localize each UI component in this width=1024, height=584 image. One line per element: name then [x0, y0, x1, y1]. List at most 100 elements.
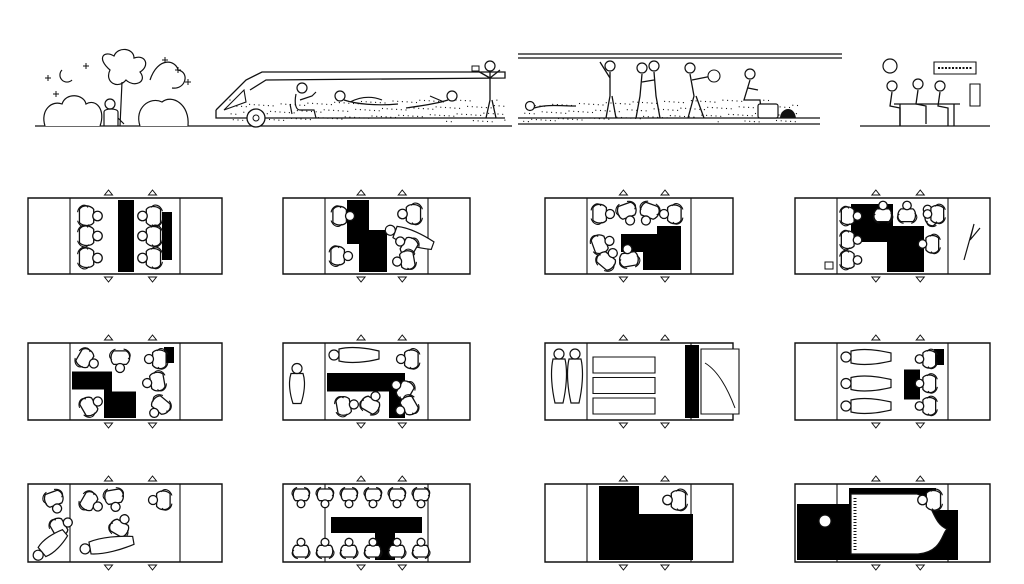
- door-arrow-down: [661, 423, 669, 428]
- stipple-dot: [456, 113, 458, 115]
- figure-head: [447, 91, 457, 101]
- cabin-partition: [837, 343, 948, 420]
- figure-body: [335, 396, 352, 417]
- stipple-dot: [736, 100, 738, 102]
- sign: [934, 62, 976, 74]
- stipple-dot: [573, 110, 575, 112]
- cabin-partition: [837, 198, 948, 274]
- bed: [593, 398, 655, 414]
- figure-head: [145, 355, 154, 364]
- figure-arms: [151, 247, 162, 269]
- figure-body: [111, 351, 130, 365]
- figure-arms: [316, 549, 334, 558]
- stipple-dot: [446, 120, 448, 122]
- stipple-dot: [232, 119, 234, 121]
- figure-body: [79, 248, 93, 268]
- stipple-dot: [438, 100, 440, 102]
- stipple-dot: [370, 101, 372, 103]
- door-arrow-up: [661, 476, 669, 481]
- stipple-dot: [266, 113, 268, 115]
- stipple-dot: [293, 112, 295, 114]
- door-arrow-down: [872, 423, 880, 428]
- stipple-dot: [417, 115, 419, 117]
- figure-body: [926, 236, 939, 254]
- figure-body: [399, 250, 416, 271]
- stipple-dot: [381, 107, 384, 110]
- door-arrow-up: [619, 335, 627, 340]
- figure-head: [398, 209, 408, 219]
- figure-arms: [364, 549, 382, 558]
- figure-head: [79, 543, 91, 555]
- stipple-dot: [715, 115, 717, 117]
- suitcase: [758, 104, 778, 118]
- seated-figure: [841, 376, 891, 391]
- figure-head: [345, 538, 353, 546]
- stipple-dot: [535, 119, 538, 121]
- stipple-dot: [434, 114, 436, 116]
- figure-body: [317, 489, 333, 501]
- figure-head: [397, 355, 406, 364]
- stipple-dot: [460, 99, 462, 101]
- stipple-dot: [567, 118, 569, 120]
- stipple-dot: [778, 114, 780, 116]
- stipple-dot: [299, 104, 301, 106]
- stipple-dot: [448, 115, 450, 117]
- figure-arms: [403, 248, 417, 270]
- figure-body: [43, 489, 65, 508]
- stipple-dot: [274, 111, 276, 113]
- stipple-dot: [320, 111, 322, 113]
- stipple-dot: [283, 119, 285, 121]
- stipple-dot: [476, 106, 478, 108]
- tree: [102, 49, 145, 126]
- seated-figure: [316, 487, 334, 507]
- stipple-dot: [732, 114, 735, 116]
- stipple-dot: [722, 99, 724, 101]
- plan-1-4: [795, 190, 990, 282]
- table: [894, 104, 960, 126]
- figure-head: [116, 364, 125, 373]
- stipple-dot: [337, 110, 339, 112]
- stipple-dot: [588, 103, 590, 105]
- stipple-dot: [578, 102, 581, 105]
- reclining-figure: [30, 527, 70, 564]
- figure-head: [88, 357, 100, 369]
- figure-arms: [873, 213, 892, 223]
- door-arrow-down: [105, 565, 113, 570]
- stipple-dot: [593, 103, 595, 105]
- figure-head: [887, 81, 897, 91]
- stipple-dot: [651, 102, 653, 104]
- cabin-partition: [325, 343, 428, 420]
- seated-figure: [915, 349, 937, 368]
- door-arrow-up: [661, 335, 669, 340]
- door-arrow-down: [872, 277, 880, 282]
- stipple-dot: [531, 118, 533, 120]
- stipple-dot: [673, 101, 675, 103]
- figure-head: [417, 538, 425, 546]
- stipple-dot: [364, 109, 366, 111]
- stipple-dot: [716, 107, 718, 109]
- standing-figure-with-camera: [476, 70, 500, 118]
- stipple-dot: [467, 105, 469, 107]
- seated-figure: [391, 248, 418, 272]
- stipple-dot: [435, 106, 437, 108]
- stipple-dot: [741, 100, 743, 102]
- stipple-dot: [477, 120, 479, 122]
- door-arrow-up: [916, 335, 924, 340]
- stipple-dot: [249, 103, 251, 105]
- door-arrow-up: [619, 476, 627, 481]
- figure-arms: [840, 250, 850, 269]
- stipple-dot: [284, 111, 286, 113]
- stipple-dot: [504, 119, 506, 121]
- stipple-dot: [792, 104, 794, 106]
- stipple-dot: [640, 110, 643, 112]
- stipple-dot: [758, 121, 760, 123]
- stipple-dot: [348, 102, 350, 104]
- figure-head: [570, 349, 580, 359]
- reclining-figure: [329, 348, 379, 363]
- stipple-dot: [668, 101, 670, 103]
- stipple-dot: [270, 110, 272, 112]
- seated-figure: [331, 206, 354, 227]
- figure-body: [841, 251, 854, 269]
- stipple-dot: [471, 106, 473, 108]
- seated-figure: [873, 201, 892, 223]
